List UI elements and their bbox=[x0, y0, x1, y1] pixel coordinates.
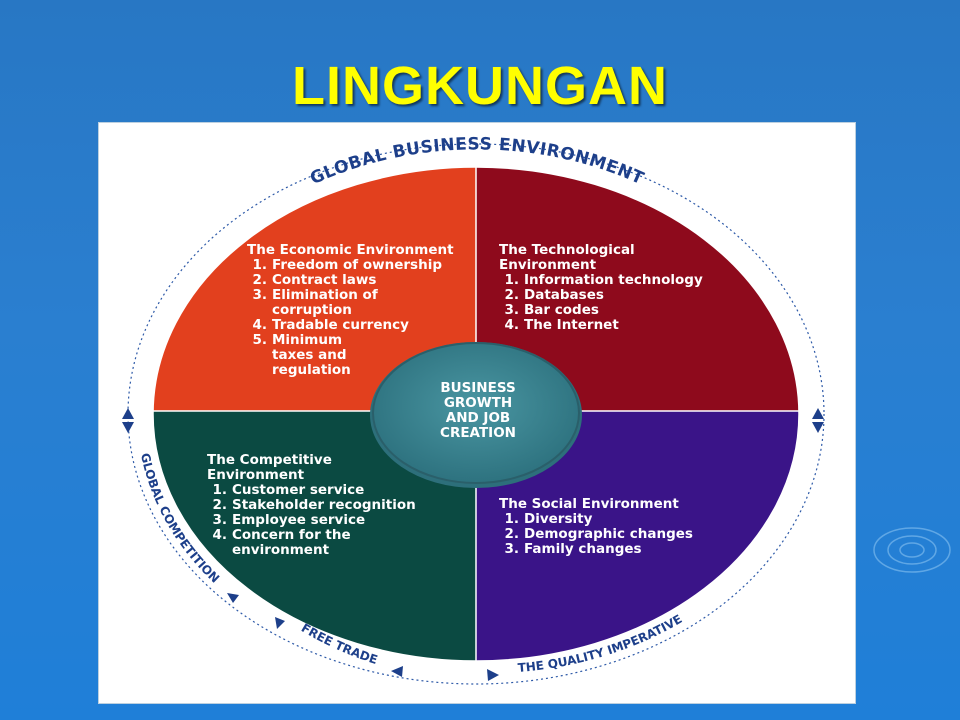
outer-ring bbox=[127, 143, 825, 685]
list-item: 2.Contract laws bbox=[252, 272, 377, 288]
list-item: 1.Diversity bbox=[504, 511, 593, 527]
diagram-panel: GLOBAL BUSINESS ENVIRONMENT GLOBAL COMPE… bbox=[98, 122, 856, 704]
list-item: 1.Information technology bbox=[504, 272, 703, 288]
list-item: 1.Freedom of ownership bbox=[252, 257, 442, 273]
arrow-icon-bottom-a bbox=[391, 666, 403, 677]
list-item: 2.Stakeholder recognition bbox=[212, 497, 416, 513]
ripple-decoration bbox=[873, 527, 951, 573]
list-item: 3.Elimination of corruption bbox=[252, 287, 378, 318]
slide-title: LINGKUNGAN bbox=[292, 56, 668, 116]
social-text: The Social Environment 1.Diversity 2.Dem… bbox=[499, 497, 693, 557]
technological-text: The Technological Environment 1.Informat… bbox=[499, 243, 703, 333]
center-label: BUSINESS GROWTH AND JOB CREATION bbox=[440, 380, 516, 441]
technological-heading: The Technological Environment bbox=[499, 242, 635, 273]
arrow-icon-left-a bbox=[227, 593, 239, 603]
technological-list: 1.Information technology 2.Databases 3.B… bbox=[499, 272, 703, 333]
list-item: 4.Concern for the environment bbox=[212, 527, 351, 558]
arrow-down-icon-left bbox=[122, 422, 134, 433]
competitive-heading: The Competitive Environment bbox=[207, 452, 332, 483]
social-heading: The Social Environment bbox=[499, 496, 679, 512]
environment-diagram: GLOBAL BUSINESS ENVIRONMENT GLOBAL COMPE… bbox=[122, 134, 825, 685]
list-item: 5.Minimum taxes and regulation bbox=[252, 332, 351, 378]
center-circle bbox=[372, 342, 580, 484]
list-item: 4.The Internet bbox=[504, 317, 619, 333]
list-item: 2.Databases bbox=[504, 287, 604, 303]
competitive-text: The Competitive Environment 1.Customer s… bbox=[207, 453, 416, 558]
list-item: 1.Customer service bbox=[212, 482, 365, 498]
arrow-icon-bottom-b bbox=[487, 669, 499, 681]
list-item: 2.Demographic changes bbox=[504, 526, 693, 542]
ring-arrows bbox=[122, 408, 824, 681]
social-list: 1.Diversity 2.Demographic changes 3.Fami… bbox=[499, 511, 693, 557]
list-item: 3.Employee service bbox=[212, 512, 366, 528]
list-item: 4.Tradable currency bbox=[252, 317, 409, 333]
economic-list: 1.Freedom of ownership 2.Contract laws 3… bbox=[247, 258, 454, 378]
list-item: 3.Bar codes bbox=[504, 302, 599, 318]
economic-heading: The Economic Environment bbox=[247, 242, 454, 258]
competitive-list: 1.Customer service 2.Stakeholder recogni… bbox=[207, 482, 416, 558]
arrow-up-icon-left bbox=[122, 408, 134, 419]
economic-text: The Economic Environment 1.Freedom of ow… bbox=[247, 243, 454, 378]
arrow-icon-left-b bbox=[275, 617, 285, 629]
arrow-up-icon-right bbox=[812, 408, 824, 419]
list-item: 3.Family changes bbox=[504, 541, 642, 557]
arrow-down-icon-right bbox=[812, 422, 824, 433]
